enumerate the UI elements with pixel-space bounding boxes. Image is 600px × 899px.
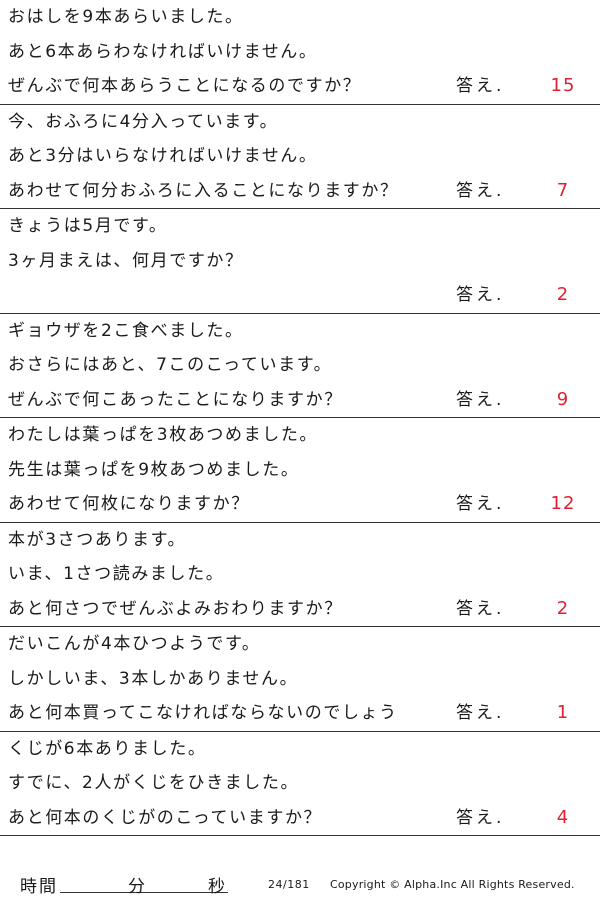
problem-line: あと何本買ってこなければならないのでしょう 答え. 1: [0, 696, 600, 731]
answer-label: 答え.: [456, 703, 505, 723]
problem-line: あと3分はいらなければいけません。: [0, 139, 600, 174]
problem-line: 3ヶ月まえは、何月ですか？: [0, 244, 600, 279]
problem-line: あと何本のくじがのこっていますか？ 答え. 4: [0, 801, 600, 836]
problem-line: すでに、2人がくじをひきました。: [0, 766, 600, 801]
answer-label: 答え.: [456, 807, 505, 828]
time-label: 時間: [20, 877, 58, 897]
problem-text: すでに、2人がくじをひきました。: [8, 773, 300, 793]
problem-text: だいこんが4本ひつようです。: [8, 634, 261, 654]
question-text: あと何さつでぜんぶよみおわりますか？: [8, 598, 343, 619]
answer-value: 15: [550, 75, 576, 96]
problem-line: ぜんぶで何本あらうことになるのですか？ 答え. 15: [0, 69, 600, 104]
answer-label: 答え.: [456, 598, 505, 619]
answer-value: 2: [556, 284, 570, 305]
problem-2: 今、おふろに4分入っています。 あと3分はいらなければいけません。 あわせて何分…: [0, 105, 600, 209]
problem-line: 先生は葉っぱを9枚あつめました。: [0, 453, 600, 488]
problem-5: わたしは葉っぱを3枚あつめました。 先生は葉っぱを9枚あつめました。 あわせて何…: [0, 418, 600, 523]
question-text: あと何本のくじがのこっていますか？: [8, 807, 323, 828]
answer-value: 7: [556, 179, 570, 201]
answer-value: 1: [556, 702, 570, 723]
answer-label: 答え.: [456, 389, 505, 410]
minutes-label: 分: [128, 877, 145, 897]
page-number: 24/181: [268, 878, 310, 891]
problem-text: くじが6本ありました。: [8, 738, 207, 759]
problem-line: あわせて何枚になりますか？ 答え. 12: [0, 487, 600, 522]
problem-text: 本が3さつあります。: [8, 529, 187, 550]
problem-8: くじが6本ありました。 すでに、2人がくじをひきました。 あと何本のくじがのこっ…: [0, 732, 600, 836]
problem-line: くじが6本ありました。: [0, 732, 600, 767]
problem-text: わたしは葉っぱを3枚あつめました。: [8, 425, 319, 445]
problem-line: だいこんが4本ひつようです。: [0, 627, 600, 662]
problem-line: あと何さつでぜんぶよみおわりますか？ 答え. 2: [0, 592, 600, 627]
worksheet: おはしを9本あらいました。 あと6本あらわなければいけません。 ぜんぶで何本あら…: [0, 0, 600, 836]
answer-value: 12: [550, 493, 576, 514]
question-text: あわせて何分おふろに入ることになりますか？: [8, 180, 399, 201]
problem-line: ギョウザを2こ食べました。: [0, 314, 600, 349]
problem-text: 今、おふろに4分入っています。: [8, 111, 279, 132]
footer: 時間 分 秒 24/181 Copyright © Alpha.Inc All …: [0, 868, 600, 898]
problem-text: 先生は葉っぱを9枚あつめました。: [8, 459, 300, 480]
answer-label: 答え.: [456, 494, 505, 514]
problem-text: しかしいま、3本しかありません。: [8, 668, 299, 689]
problem-text: きょうは5月です。: [8, 216, 168, 236]
problem-line: 今、おふろに4分入っています。: [0, 105, 600, 140]
problem-line: いま、1さつ読みました。: [0, 557, 600, 592]
problem-text: あと3分はいらなければいけません。: [8, 146, 318, 166]
problem-6: 本が3さつあります。 いま、1さつ読みました。 あと何さつでぜんぶよみおわります…: [0, 523, 600, 627]
answer-label: 答え.: [456, 76, 505, 96]
problem-line: おはしを9本あらいました。: [0, 0, 600, 35]
problem-text: ギョウザを2こ食べました。: [8, 320, 244, 341]
answer-value: 2: [556, 597, 570, 619]
problem-line: きょうは5月です。: [0, 209, 600, 244]
question-text: ぜんぶで何こあったことになりますか？: [8, 389, 343, 410]
problem-line: あわせて何分おふろに入ることになりますか？ 答え. 7: [0, 174, 600, 209]
question-text: 3ヶ月まえは、何月ですか？: [8, 250, 244, 271]
problem-4: ギョウザを2こ食べました。 おさらにはあと、7このこっています。 ぜんぶで何こあ…: [0, 314, 600, 418]
problem-line: おさらにはあと、7このこっています。: [0, 348, 600, 383]
answer-label: 答え.: [456, 285, 505, 305]
problem-text: いま、1さつ読みました。: [8, 564, 225, 584]
question-text: あわせて何枚になりますか？: [8, 494, 250, 514]
problem-line: 答え. 2: [0, 278, 600, 313]
problem-7: だいこんが4本ひつようです。 しかしいま、3本しかありません。 あと何本買ってこ…: [0, 627, 600, 732]
problem-line: ぜんぶで何こあったことになりますか？ 答え. 9: [0, 383, 600, 418]
question-text: ぜんぶで何本あらうことになるのですか？: [8, 76, 362, 96]
answer-value: 9: [556, 388, 570, 410]
problem-line: わたしは葉っぱを3枚あつめました。: [0, 418, 600, 453]
problem-line: 本が3さつあります。: [0, 523, 600, 558]
problem-text: あと6本あらわなければいけません。: [8, 41, 318, 62]
answer-label: 答え.: [456, 180, 505, 201]
seconds-label: 秒: [208, 877, 225, 897]
problem-text: おはしを9本あらいました。: [8, 7, 244, 27]
problem-3: きょうは5月です。 3ヶ月まえは、何月ですか？ 答え. 2: [0, 209, 600, 314]
problem-text: おさらにはあと、7このこっています。: [8, 355, 333, 375]
question-text: あと何本買ってこなければならないのでしょう: [8, 703, 398, 723]
problem-line: しかしいま、3本しかありません。: [0, 662, 600, 697]
timer-fill-line[interactable]: [60, 892, 228, 893]
answer-value: 4: [556, 806, 570, 828]
problem-line: あと6本あらわなければいけません。: [0, 35, 600, 70]
problem-1: おはしを9本あらいました。 あと6本あらわなければいけません。 ぜんぶで何本あら…: [0, 0, 600, 105]
copyright-text: Copyright © Alpha.Inc All Rights Reserve…: [330, 878, 575, 891]
